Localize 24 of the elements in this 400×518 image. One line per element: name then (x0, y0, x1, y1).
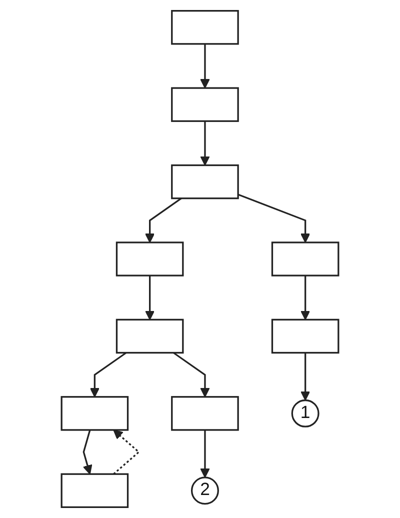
arrow (144, 276, 155, 320)
connector-circle: 2 (190, 476, 219, 505)
process-box (271, 318, 340, 354)
arrow (300, 352, 310, 401)
connector-circle: 1 (291, 399, 320, 428)
process-box (60, 473, 129, 508)
process-box (171, 10, 239, 45)
arrow (200, 121, 210, 166)
process-box (171, 87, 239, 122)
arrow (172, 352, 210, 398)
arrow (90, 352, 127, 398)
process-box (271, 242, 340, 276)
process-box (116, 318, 184, 354)
arrow (144, 198, 182, 243)
arrow (300, 276, 310, 320)
arrow (200, 430, 210, 478)
process-box (171, 396, 239, 431)
arrow (82, 430, 92, 475)
process-box (116, 242, 184, 276)
arrow (238, 194, 310, 243)
arrow (113, 430, 140, 475)
process-box (171, 164, 239, 200)
arrow (200, 44, 210, 88)
process-box (60, 396, 129, 431)
